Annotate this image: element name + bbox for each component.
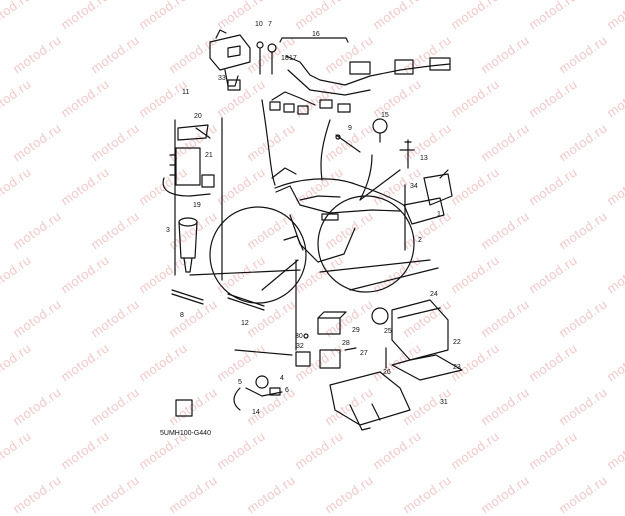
callout-21: 21	[205, 152, 213, 159]
callout-23: 23	[453, 364, 461, 371]
callout-25: 25	[384, 328, 392, 335]
callout-4: 4	[280, 375, 284, 382]
callout-29: 29	[352, 327, 360, 334]
leader-lines	[174, 99, 439, 356]
strap-part	[404, 139, 412, 169]
relay-part	[403, 169, 453, 225]
relay-cluster-part	[295, 311, 357, 369]
battery-part	[209, 29, 251, 91]
wire-harness	[269, 55, 451, 115]
callout-19: 19	[193, 202, 201, 209]
bolt-parts	[256, 41, 277, 75]
sensor-part	[175, 375, 283, 417]
figure-code: 5UMH100-G440	[160, 430, 211, 437]
callout-11: 11	[182, 89, 189, 96]
callout-2: 2	[418, 237, 422, 244]
callout-9: 9	[348, 125, 352, 132]
callout-1: 1	[437, 211, 441, 218]
callout-13: 13	[420, 155, 428, 162]
callout-10: 10	[255, 21, 263, 28]
callout-18: 18	[281, 55, 289, 62]
watermark-text: motod.ru	[88, 472, 142, 516]
callout-5: 5	[238, 379, 242, 386]
cdi-unit-part	[371, 299, 463, 381]
callout-16: 16	[312, 31, 320, 38]
callout-7: 7	[268, 21, 272, 28]
parts-diagram: 1 2 3 4 5 6 7 8 9 10 11 12 13 14 15 16 1…	[160, 21, 463, 437]
callout-12: 12	[241, 320, 249, 327]
watermark-text: motod.ru	[478, 472, 532, 516]
motorcycle-outline	[209, 167, 415, 304]
callout-24: 24	[430, 291, 438, 298]
callout-6: 6	[285, 387, 289, 394]
watermark-text: motod.ru	[166, 472, 220, 516]
watermark-text: motod.ru	[400, 472, 454, 516]
tube-parts	[171, 289, 265, 311]
callout-28: 28	[342, 340, 350, 347]
callout-30: 30	[295, 333, 303, 340]
callout-27: 27	[360, 350, 368, 357]
callout-20: 20	[194, 113, 202, 120]
ignition-coil-part	[178, 217, 198, 273]
rectifier-part	[162, 124, 215, 197]
watermark-text: motod.ru	[244, 472, 298, 516]
callout-34: 34	[410, 183, 418, 190]
watermark-text: motod.ru	[322, 472, 376, 516]
callout-31: 31	[440, 399, 448, 406]
callout-17: 17	[289, 55, 297, 62]
callout-3: 3	[166, 227, 170, 234]
small-sensor-parts	[335, 118, 388, 153]
callout-33: 33	[218, 75, 226, 82]
callout-14: 14	[252, 409, 260, 416]
callout-26: 26	[383, 369, 391, 376]
cover-part	[329, 371, 411, 431]
callout-22: 22	[453, 339, 461, 346]
callout-32: 32	[296, 343, 304, 350]
watermark-text: motod.ru	[556, 472, 610, 516]
callout-8: 8	[180, 312, 184, 319]
callout-15: 15	[381, 112, 389, 119]
watermark-text: motod.ru	[10, 472, 64, 516]
brackets	[279, 37, 415, 151]
